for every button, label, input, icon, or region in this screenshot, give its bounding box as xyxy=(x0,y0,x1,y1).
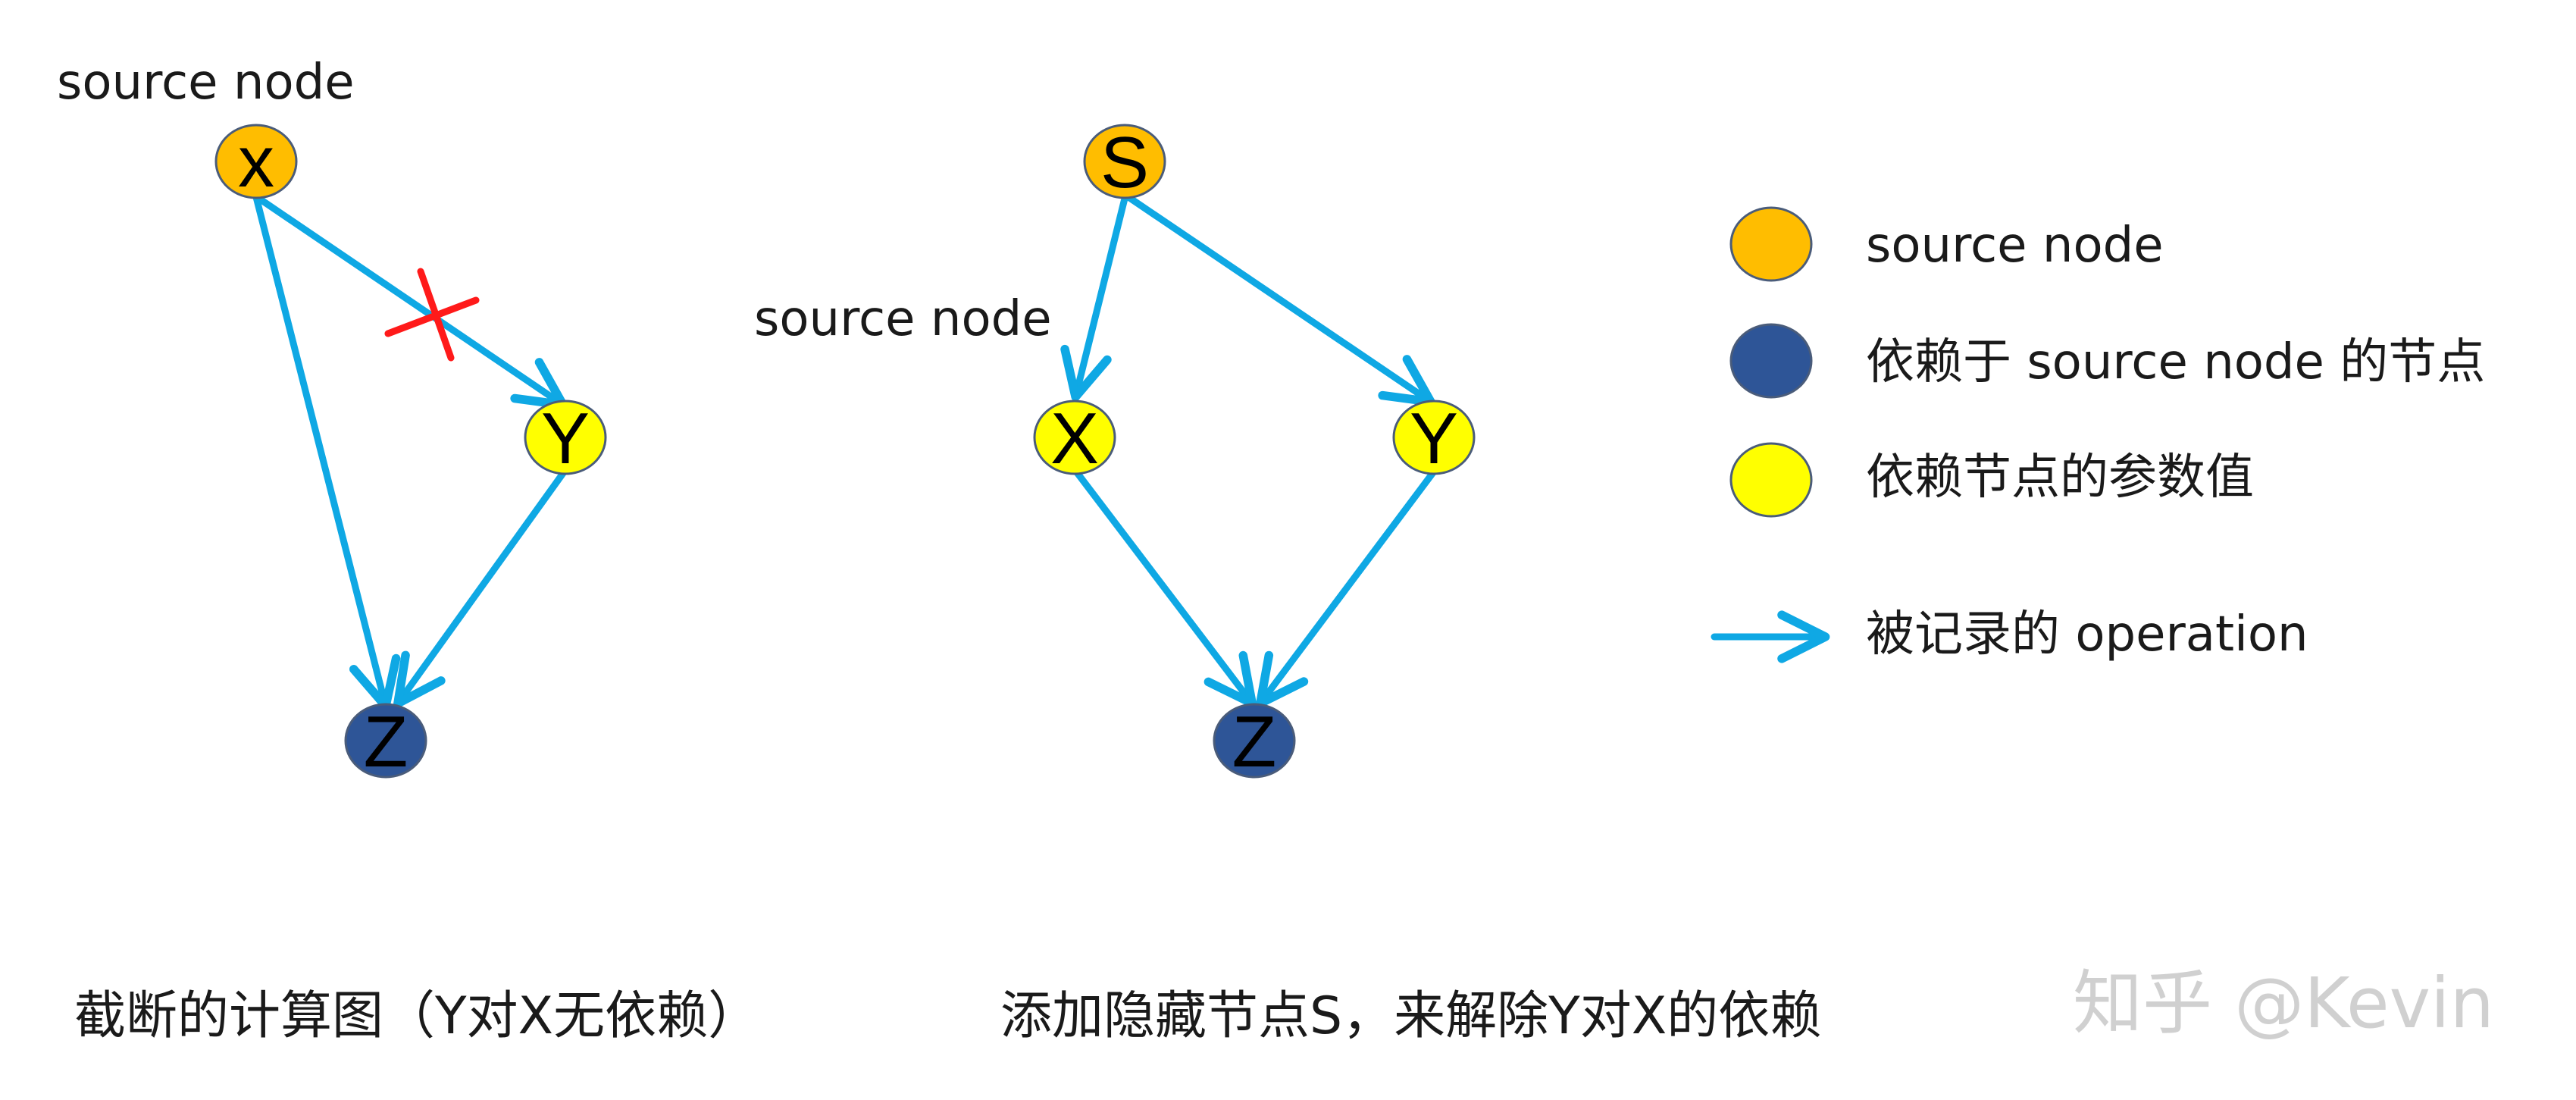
orange-circle-icon xyxy=(1729,206,1813,282)
right-source-label: source node xyxy=(754,291,1052,347)
legend-item-dependent: 依赖于 source node 的节点 xyxy=(1729,323,2485,399)
left-node-z: Z xyxy=(344,701,427,782)
legend-label-dependent: 依赖于 source node 的节点 xyxy=(1866,334,2485,390)
left-edge-y-to-z xyxy=(393,466,569,708)
left-node-x-letter: x xyxy=(238,121,274,202)
right-node-s: S xyxy=(1083,122,1166,203)
right-caption: 添加隐藏节点S，来解除Y对X的依赖 xyxy=(1000,986,1821,1046)
right-node-y: Y xyxy=(1392,398,1476,479)
left-node-y: Y xyxy=(524,398,607,479)
right-node-x-letter: X xyxy=(1050,398,1099,479)
right-edge-y-to-z xyxy=(1256,468,1438,708)
legend-item-source: source node xyxy=(1729,206,2164,282)
right-edge-x-to-z xyxy=(1072,468,1257,708)
right-edge-s-to-y xyxy=(1122,192,1435,406)
left-graph: source node x Y Z 截断的计算图（Y对X无依赖） xyxy=(57,55,759,1046)
left-source-label: source node xyxy=(57,55,355,111)
left-node-z-letter: Z xyxy=(364,701,408,782)
left-caption: 截断的计算图（Y对X无依赖） xyxy=(74,986,759,1046)
right-node-s-letter: S xyxy=(1100,122,1149,203)
right-node-y-letter: Y xyxy=(1410,398,1458,479)
right-graph: source node S X Y Z 添加隐藏节点S，来解除Y对X的依赖 xyxy=(754,122,1821,1046)
legend-label-source: source node xyxy=(1866,218,2164,274)
right-node-x: X xyxy=(1033,398,1116,479)
watermark: 知乎 @Kevin xyxy=(2073,963,2494,1044)
cut-mark-icon xyxy=(384,268,480,362)
dark-blue-circle-icon xyxy=(1729,323,1813,399)
legend-item-operation: 被记录的 operation xyxy=(1711,606,2308,663)
right-edge-s-to-x xyxy=(1060,195,1128,402)
left-node-y-letter: Y xyxy=(541,398,590,479)
left-edge-x-to-y xyxy=(255,195,568,409)
right-node-z: Z xyxy=(1213,701,1296,782)
left-node-x: x xyxy=(214,121,298,202)
legend: source node 依赖于 source node 的节点 依赖节点的参数值… xyxy=(1711,206,2485,663)
left-edge-x-to-z xyxy=(252,193,401,711)
legend-item-param: 依赖节点的参数值 xyxy=(1729,442,2254,518)
right-node-z-letter: Z xyxy=(1232,701,1277,782)
yellow-circle-icon xyxy=(1729,442,1813,518)
legend-label-param: 依赖节点的参数值 xyxy=(1866,450,2254,506)
legend-label-operation: 被记录的 operation xyxy=(1866,606,2308,663)
